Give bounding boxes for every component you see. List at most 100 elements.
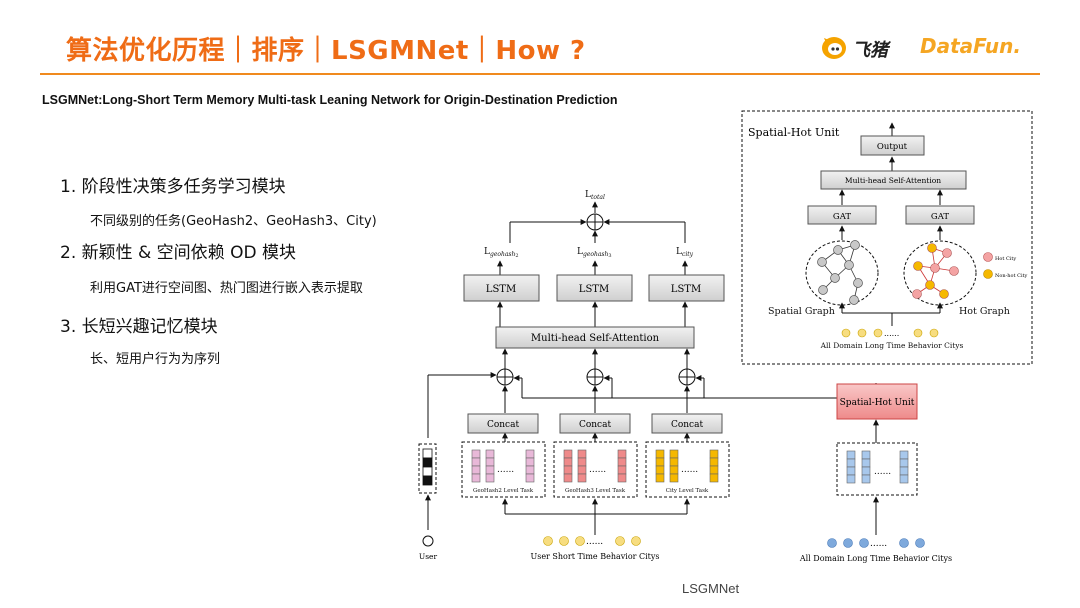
non-hot-city-legend-label: Non-hot City — [995, 273, 1028, 279]
geohash2-embedding-cell — [485, 473, 495, 483]
concat-city-box — [651, 413, 723, 434]
long-behavior-embedding-cell — [899, 450, 909, 460]
geohash2-task-label: GeoHash2 Level Task — [473, 488, 534, 494]
feizhu-logo-icon — [822, 37, 846, 59]
geohash3-embedding-cell — [617, 457, 627, 467]
geohash3-embedding-cell — [577, 473, 587, 483]
spatial-graph-node — [853, 278, 863, 288]
long-behavior-embedding-cell — [846, 458, 856, 468]
slide-title: 算法优化历程｜排序｜LSGMNet｜How ? — [66, 36, 586, 66]
user-embedding — [422, 448, 433, 486]
lstm-geohash3-label: LSTM — [579, 284, 609, 295]
hot-graph-node — [925, 280, 935, 290]
long-behavior-embedding-cell — [861, 458, 871, 468]
geohash3-task-block — [553, 441, 638, 498]
geohash2-embedding-cell — [471, 449, 481, 459]
figure-caption: LSGMNet — [682, 581, 740, 596]
short-behavior-node — [631, 536, 641, 546]
city-embedding-cell — [655, 449, 665, 459]
lstm-geohash2-label: LSTM — [486, 284, 516, 295]
geohash3-embedding-cell — [563, 457, 573, 467]
long-behavior-node — [899, 538, 909, 548]
city-embedding-cell — [655, 465, 665, 475]
spatial-hot-unit-inset — [741, 110, 1033, 365]
short-behavior-label: User Short Time Behavior Citys — [530, 552, 659, 561]
spatial-graph-node — [818, 285, 828, 295]
spatial-graph-node — [833, 245, 843, 255]
long-behavior-embedding-cell — [846, 466, 856, 476]
long-behavior-embedding-cell — [899, 458, 909, 468]
long-behavior-embedding-cell — [861, 474, 871, 484]
concat-geohash3-label: Concat — [579, 420, 612, 430]
geohash2-embedding-cell — [471, 465, 481, 475]
hot-graph-node — [912, 289, 922, 299]
loss-geohash3-label: Lgeohash3 — [577, 247, 612, 259]
spatial-graph-node — [849, 295, 859, 305]
user-node — [422, 535, 434, 547]
concat-geohash2-label: Concat — [487, 420, 520, 430]
city-embedding-cell — [709, 449, 719, 459]
point-2-detail: 利用GAT进行空间图、热门图进行嵌入表示提取 — [90, 281, 363, 296]
hot-city-legend-icon — [983, 252, 993, 262]
ellipsis-dots: ...... — [497, 465, 514, 475]
long-behavior-node — [915, 538, 925, 548]
inset-mhsa-box — [820, 170, 967, 190]
spatial-graph-node — [850, 240, 860, 250]
hot-graph-node — [927, 243, 937, 253]
spatial-hot-unit-label: Spatial-Hot Unit — [840, 398, 915, 408]
geohash2-task-block — [461, 441, 546, 498]
inset-gat-spatial-box — [807, 205, 877, 225]
geohash2-embedding-cell — [485, 465, 495, 475]
non-hot-city-legend-icon — [983, 269, 993, 279]
inset-behavior-node — [857, 328, 867, 338]
spatial-graph-node — [830, 273, 840, 283]
long-behavior-embedding-cell — [846, 450, 856, 460]
user-embedding-block — [418, 443, 437, 494]
spatial-graph-node — [844, 260, 854, 270]
concat-geohash2-box — [467, 413, 539, 434]
city-embedding-cell — [669, 457, 679, 467]
ellipsis-dots: ...... — [586, 537, 603, 547]
embedding-columns: ........................ — [471, 449, 909, 484]
city-embedding-cell — [669, 465, 679, 475]
mhsa-box — [495, 326, 695, 349]
hot-graph-ellipse — [903, 240, 977, 306]
geohash2-embedding-cell — [525, 457, 535, 467]
short-behavior-node — [559, 536, 569, 546]
hot-graph-node — [949, 266, 959, 276]
title-divider — [40, 73, 1040, 75]
short-behavior-node — [575, 536, 585, 546]
geohash2-embedding-cell — [525, 449, 535, 459]
long-behavior-node — [843, 538, 853, 548]
inset-behavior-node — [929, 328, 939, 338]
concat-city-label: Concat — [671, 420, 704, 430]
ellipsis-dots: ...... — [884, 329, 899, 338]
inset-behavior-node — [873, 328, 883, 338]
lstm-geohash2-box — [463, 274, 540, 302]
ellipsis-dots: ...... — [589, 465, 606, 475]
hot-graph-label: Hot Graph — [959, 306, 1010, 317]
user-label: User — [419, 552, 438, 561]
city-embedding-cell — [655, 473, 665, 483]
paper-subtitle: LSGMNet:Long-Short Term Memory Multi-tas… — [42, 93, 618, 107]
inset-title: Spatial-Hot Unit — [748, 126, 840, 139]
loss-total-label: Ltotal — [585, 190, 605, 201]
inset-mhsa-label: Multi-head Self-Attention — [845, 176, 941, 185]
city-task-block — [645, 441, 730, 498]
inset-output-label: Output — [877, 142, 908, 152]
geohash2-embedding-cell — [525, 465, 535, 475]
feizhu-logo-text: 飞猪 — [852, 40, 888, 61]
lstm-city-box — [648, 274, 725, 302]
short-behavior-node — [615, 536, 625, 546]
hot-graph-node — [913, 261, 923, 271]
geohash2-embedding-cell — [485, 449, 495, 459]
city-embedding-cell — [669, 449, 679, 459]
inset-output-box — [860, 135, 925, 156]
concat-geohash3-box — [559, 413, 631, 434]
long-behavior-embedding-cell — [899, 466, 909, 476]
inset-behavior-node — [841, 328, 851, 338]
spatial-graph-ellipse — [805, 240, 879, 306]
datafun-logo: DataFun. — [920, 34, 1021, 58]
inset-gat-spatial-label: GAT — [833, 212, 851, 222]
